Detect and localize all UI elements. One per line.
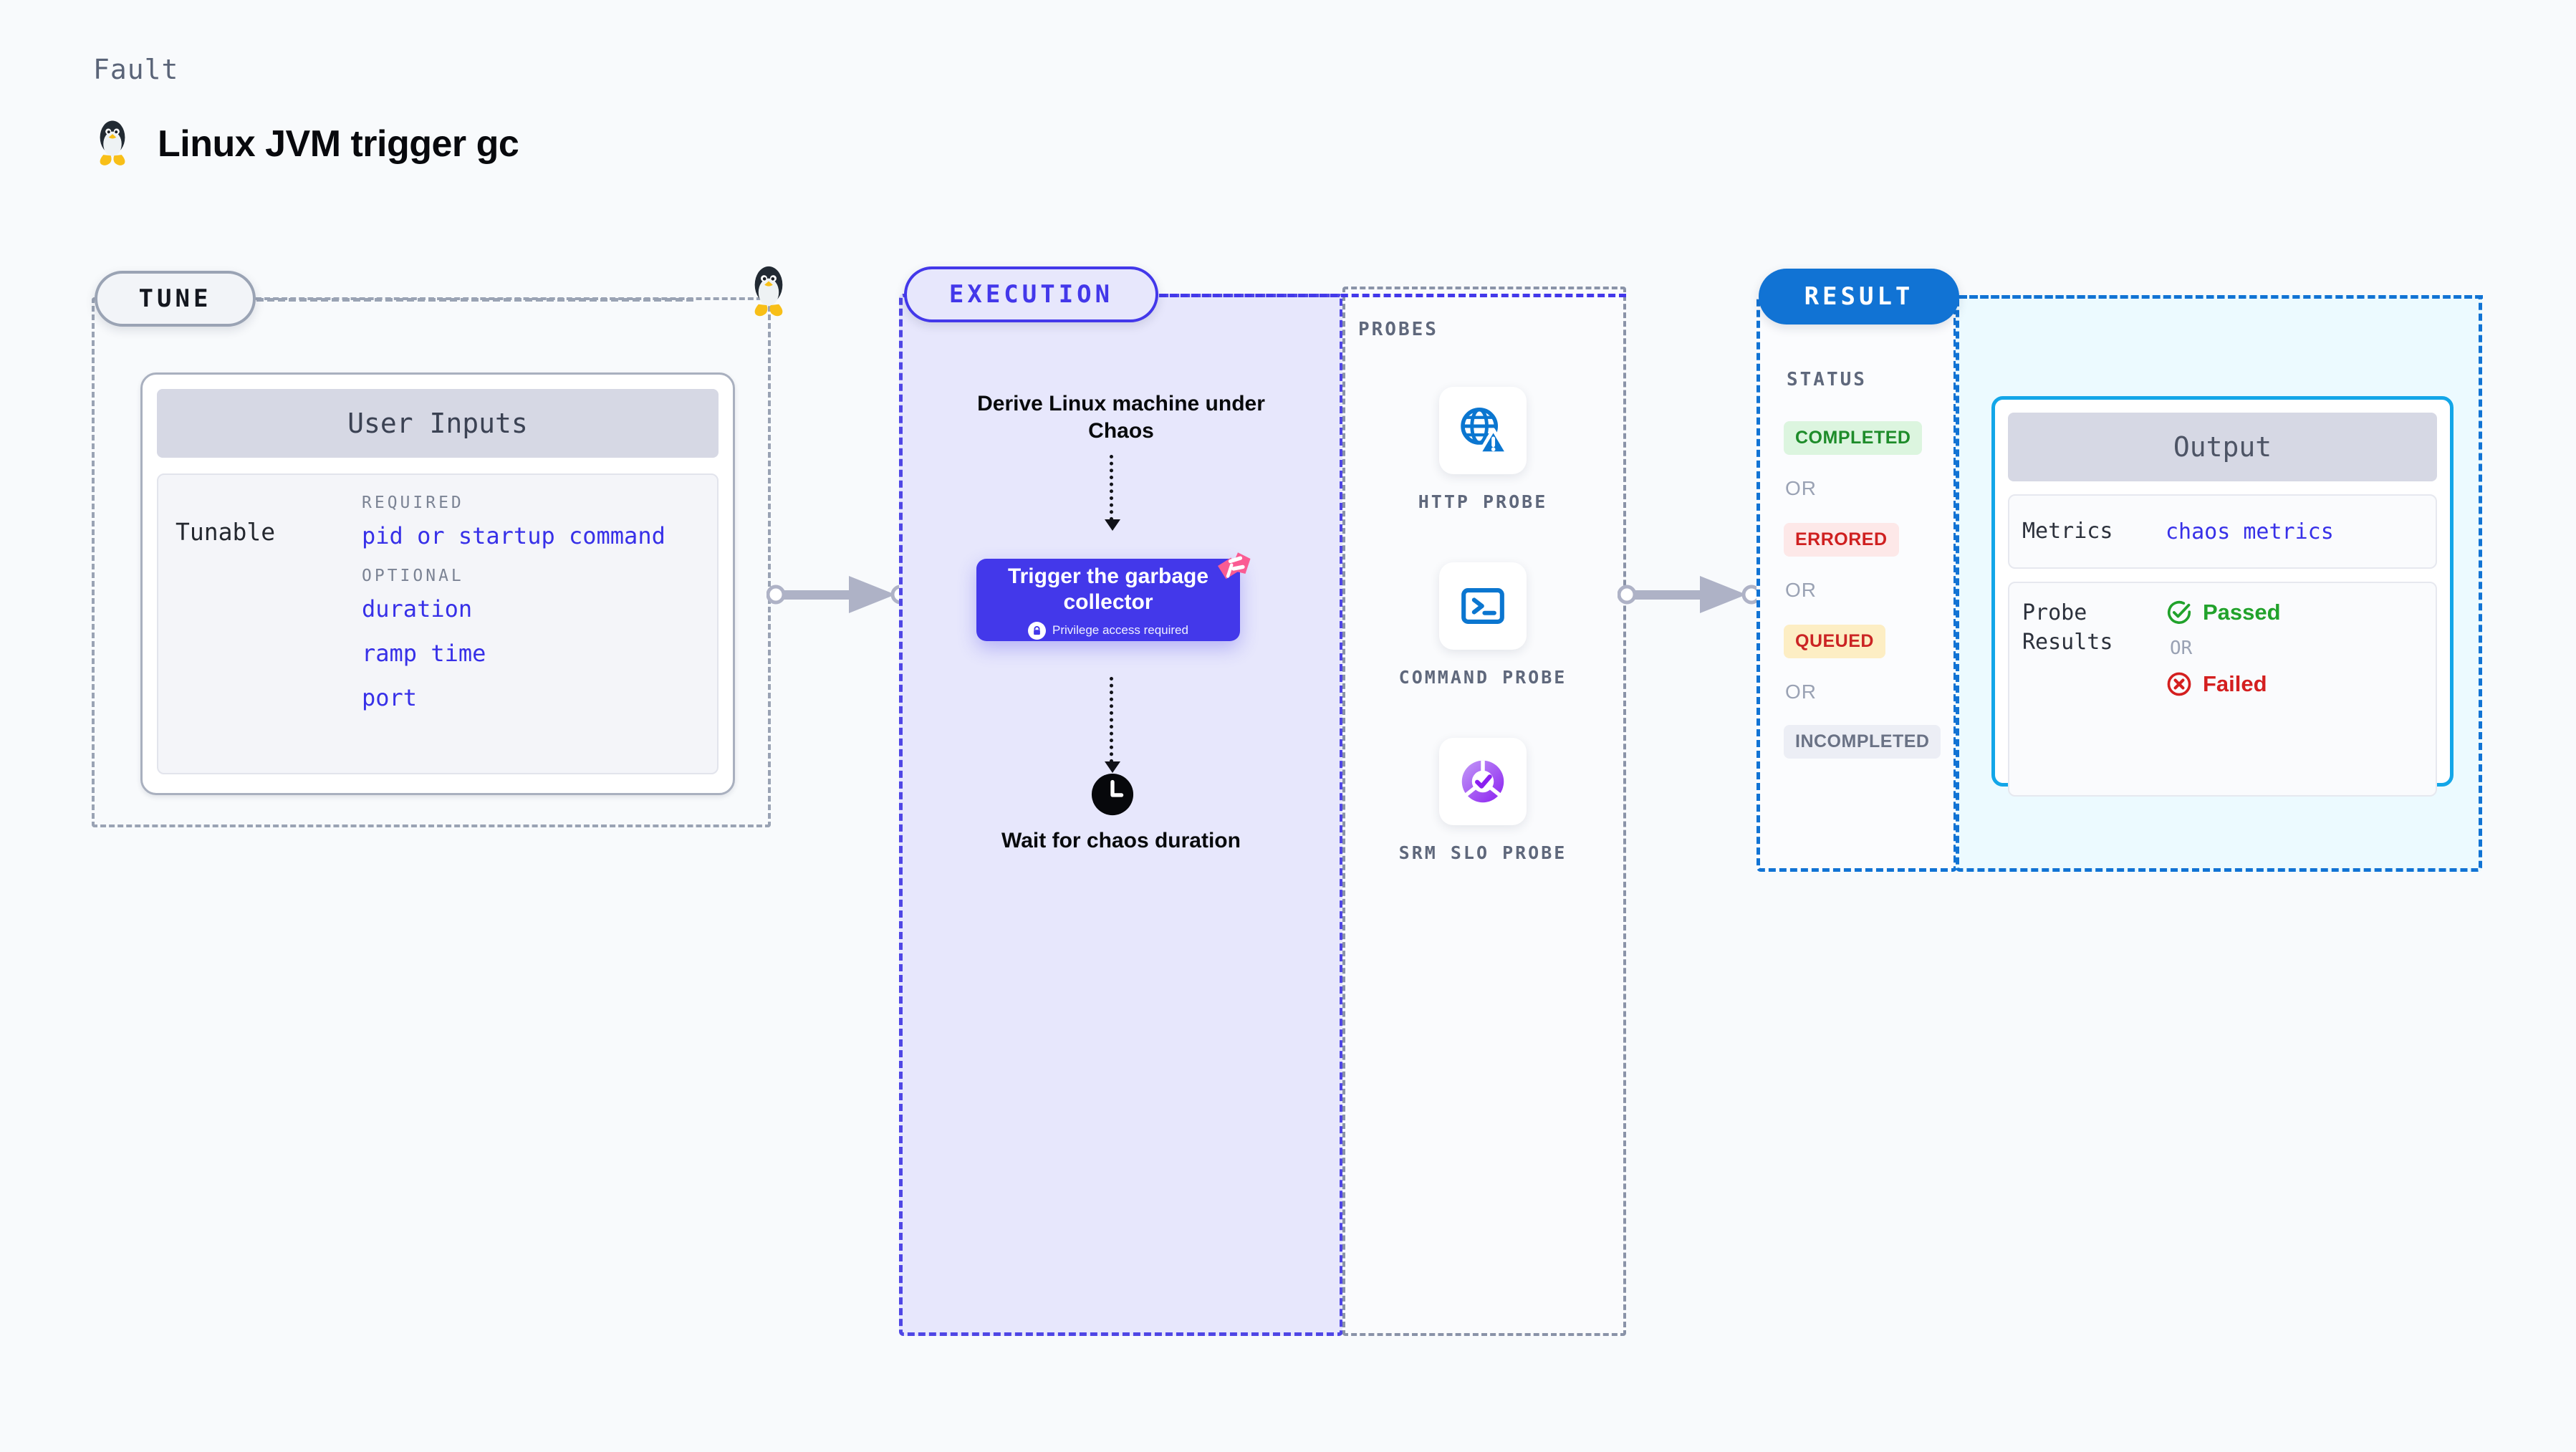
output-card: Output Metrics chaos metrics Probe Resul… (1991, 396, 2454, 797)
tunable-values: REQUIRED pid or startup command OPTIONAL… (362, 494, 717, 773)
tunable-item-ramp-time[interactable]: ramp time (362, 640, 486, 667)
lock-icon (1028, 621, 1047, 640)
output-card-title: Output (2008, 413, 2437, 481)
output-row-probe-results: Probe Results Passed OR Failed (2008, 582, 2437, 797)
flow-arrow-tune-to-execution (766, 576, 910, 613)
globe-warning-icon (1439, 387, 1527, 474)
probe-result-passed: Passed (2166, 599, 2423, 626)
stage-pill-tune[interactable]: TUNE (95, 271, 256, 327)
status-badge-queued: QUEUED (1784, 625, 1885, 658)
probe-item-http[interactable]: HTTP PROBE (1375, 387, 1590, 514)
execution-panel (899, 294, 1343, 1336)
linux-penguin-icon (100, 120, 125, 165)
tunable-item-port[interactable]: port (362, 684, 418, 711)
tunable-label: Tunable (176, 518, 276, 546)
probe-item-srm-slo[interactable]: SRM SLO PROBE (1375, 738, 1590, 865)
metrics-value[interactable]: chaos metrics (2166, 519, 2334, 544)
check-circle-icon (2167, 600, 2191, 624)
chaos-logo-icon (1218, 552, 1251, 580)
group-label-required: REQUIRED (362, 494, 464, 512)
execution-step-wait: Wait for chaos duration (1001, 829, 1241, 852)
trigger-node-title: Trigger the garbage collector (1007, 564, 1209, 614)
metrics-key: Metrics (2022, 518, 2113, 544)
stage-pill-result[interactable]: RESULT (1759, 269, 1959, 324)
stage-pill-execution[interactable]: EXECUTION (904, 266, 1158, 322)
privilege-note: Privilege access required (1028, 621, 1188, 640)
result-connector-line (1959, 295, 2483, 299)
fault-kicker: Fault (93, 54, 179, 85)
probe-caption-http: HTTP PROBE (1418, 491, 1548, 512)
linux-penguin-icon (754, 266, 783, 317)
execution-connector-line (1159, 294, 1626, 297)
user-inputs-card: User Inputs Tunable REQUIRED pid or star… (140, 372, 735, 795)
result-status-panel (1756, 295, 1957, 872)
flow-arrow-execution-to-result (1618, 576, 1761, 613)
terminal-icon (1439, 562, 1527, 650)
x-circle-icon (2167, 672, 2191, 696)
probe-caption-command: COMMAND PROBE (1398, 667, 1567, 688)
tunable-section: Tunable REQUIRED pid or startup command … (157, 473, 719, 774)
page-title-row: Linux JVM trigger gc (92, 118, 519, 170)
tunable-item-duration[interactable]: duration (362, 595, 473, 622)
tunable-item-pid[interactable]: pid or startup command (362, 522, 665, 549)
privilege-note-text: Privilege access required (1052, 623, 1188, 637)
dotted-arrow-down-2 (1105, 677, 1120, 773)
status-badge-errored: ERRORED (1784, 523, 1899, 557)
probe-result-or: OR (2170, 638, 2193, 659)
execution-step-derive: Derive Linux machine under Chaos (977, 392, 1265, 443)
tune-connector-line (256, 298, 693, 302)
probe-results-values: Passed OR Failed (2166, 599, 2423, 779)
probe-result-failed-label: Failed (2203, 671, 2267, 696)
status-badge-incompleted: INCOMPLETED (1784, 725, 1941, 759)
probe-results-key: Probe Results (2022, 600, 2113, 655)
trigger-garbage-collector-node[interactable]: Trigger the garbage collector Privilege … (976, 559, 1240, 641)
output-row-metrics: Metrics chaos metrics (2008, 494, 2437, 569)
srm-slo-icon (1439, 738, 1527, 825)
clock-icon (1091, 773, 1134, 816)
status-or-2: OR (1785, 579, 1817, 601)
probe-result-failed: Failed (2166, 670, 2423, 698)
probe-item-command[interactable]: COMMAND PROBE (1375, 562, 1590, 690)
page-title: Linux JVM trigger gc (158, 123, 519, 165)
status-or-3: OR (1785, 681, 1817, 703)
status-section-label: STATUS (1787, 369, 1867, 390)
status-or-1: OR (1785, 477, 1817, 499)
user-inputs-title: User Inputs (157, 389, 719, 458)
dotted-arrow-down-1 (1105, 455, 1120, 531)
probes-section-label: PROBES (1358, 319, 1438, 340)
probe-caption-srm-slo: SRM SLO PROBE (1398, 842, 1567, 863)
probe-result-passed-label: Passed (2203, 600, 2281, 625)
status-badge-completed: COMPLETED (1784, 421, 1923, 455)
group-label-optional: OPTIONAL (362, 567, 464, 585)
